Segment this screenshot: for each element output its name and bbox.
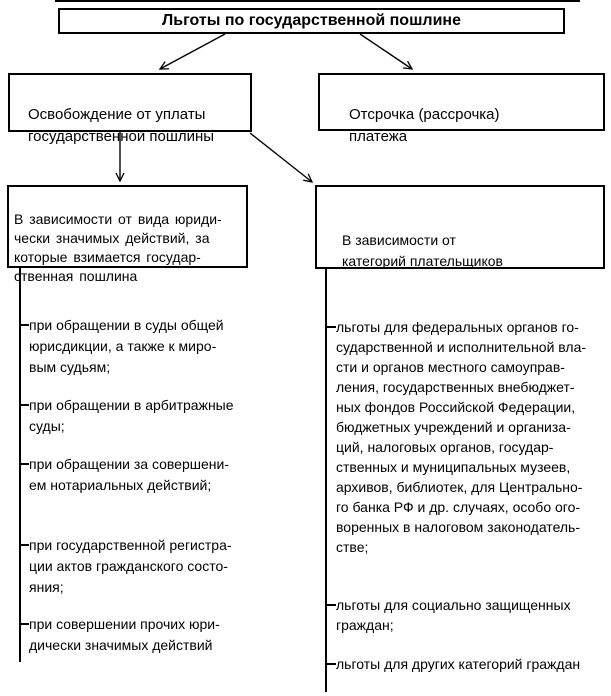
- list-item: при обращении за совершени- ем нотариаль…: [19, 454, 301, 496]
- diagram-title: Льготы по государственной пошлине: [162, 12, 461, 29]
- criteria-left-box: В зависимости от вида юриди- чески значи…: [7, 185, 248, 284]
- list-item: льготы для социально защищенных граждан;: [326, 595, 608, 635]
- exemption-box: Освобождение от уплаты государственной п…: [8, 73, 252, 145]
- arrow-title-to-deferral: [359, 33, 414, 70]
- top-crop-line: [55, 0, 580, 2]
- right-branch-line: [325, 269, 327, 692]
- left-branch-line: [19, 268, 21, 662]
- list-item: при обращении в арбитражные суды;: [19, 395, 301, 437]
- criteria-left-label: В зависимости от вида юриди- чески значи…: [14, 211, 222, 284]
- arrow-title-to-exemption: [158, 33, 226, 70]
- exemption-label: Освобождение от уплаты государственной п…: [28, 106, 215, 145]
- left-item-list: при обращении в суды общей юрисдикции, а…: [19, 315, 301, 656]
- list-item: льготы для федеральных органов го- судар…: [326, 317, 608, 557]
- list-item: при обращении в суды общей юрисдикции, а…: [19, 315, 301, 378]
- right-item-list: льготы для федеральных органов го- судар…: [326, 317, 608, 674]
- list-item: при государственной регистра- ции актов …: [19, 535, 301, 598]
- list-item: при совершении прочих юри- дически значи…: [19, 614, 301, 656]
- criteria-right-label: В зависимости от категорий плательщиков: [342, 232, 503, 269]
- deferral-box: Отсрочка (рассрочка) платежа: [318, 73, 605, 145]
- arrow-exemption-to-right-criteria: [249, 132, 314, 183]
- deferral-label: Отсрочка (рассрочка) платежа: [349, 106, 500, 145]
- diagram-title-box: Льготы по государственной пошлине: [58, 8, 565, 34]
- list-item: льготы для других категорий граждан: [326, 654, 608, 674]
- criteria-right-box: В зависимости от категорий плательщиков: [315, 185, 605, 269]
